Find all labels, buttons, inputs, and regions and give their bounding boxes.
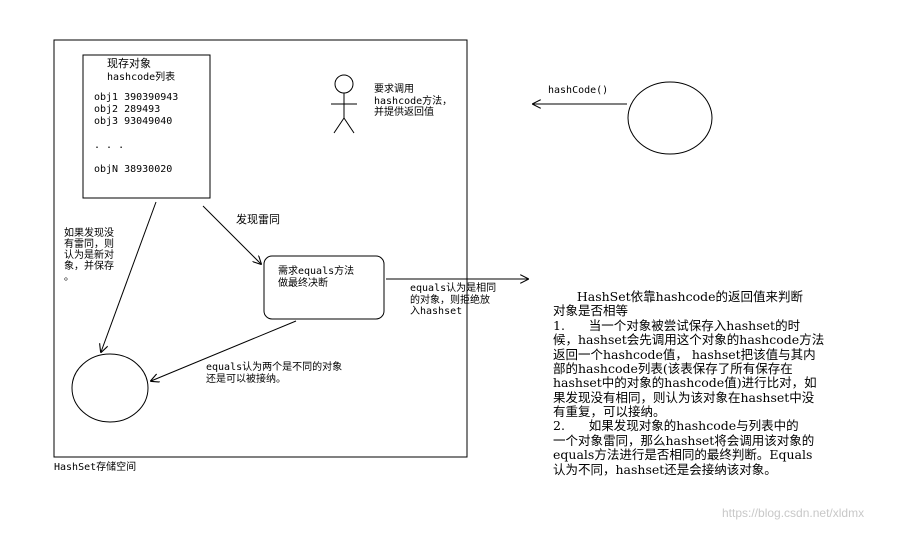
equals-box-label: 需求equals方法 做最终决断	[278, 266, 355, 289]
not-found-note: 如果发现没 有雷同，则 认为是新对 象，并保存 。	[64, 228, 114, 283]
list-item: obj3 93049040	[94, 116, 173, 127]
person-note: 要求调用 hashcode方法， 并提供返回值	[374, 84, 453, 118]
incoming-object-circle	[627, 81, 713, 155]
list-title-line2: hashcode列表	[107, 72, 176, 83]
hashcode-list-box	[82, 54, 211, 199]
hashset-storage-frame	[53, 39, 468, 458]
found-same-label: 发现雷同	[236, 213, 280, 226]
list-item: . . .	[94, 140, 125, 151]
equals-decision-box	[263, 255, 385, 320]
equals-reject-note: equals认为是相同 的对象，则拒绝放 入hashset	[410, 283, 497, 317]
not-found-arrow	[101, 201, 157, 352]
description-text: HashSet依靠hashcode的返回值来判断 对象是否相等 1. 当一个对象…	[553, 289, 825, 477]
found-same-arrow	[202, 205, 261, 264]
hashcode-call-label: hashCode()	[548, 85, 609, 96]
list-title-line1: 现存对象	[107, 57, 151, 70]
list-item: obj2 289493	[94, 104, 161, 115]
equals-accept-note: equals认为两个是不同的对象 还是可以被接纳。	[206, 362, 343, 385]
person-icon	[331, 74, 357, 134]
equals-accept-arrow	[151, 320, 297, 381]
storage-label: HashSet存储空间	[54, 462, 137, 473]
watermark: https://blog.csdn.net/xldmx	[722, 506, 865, 520]
stored-object-circle	[71, 353, 149, 423]
list-item: obj1 390390943	[94, 92, 179, 103]
list-item: objN 38930020	[94, 164, 173, 175]
